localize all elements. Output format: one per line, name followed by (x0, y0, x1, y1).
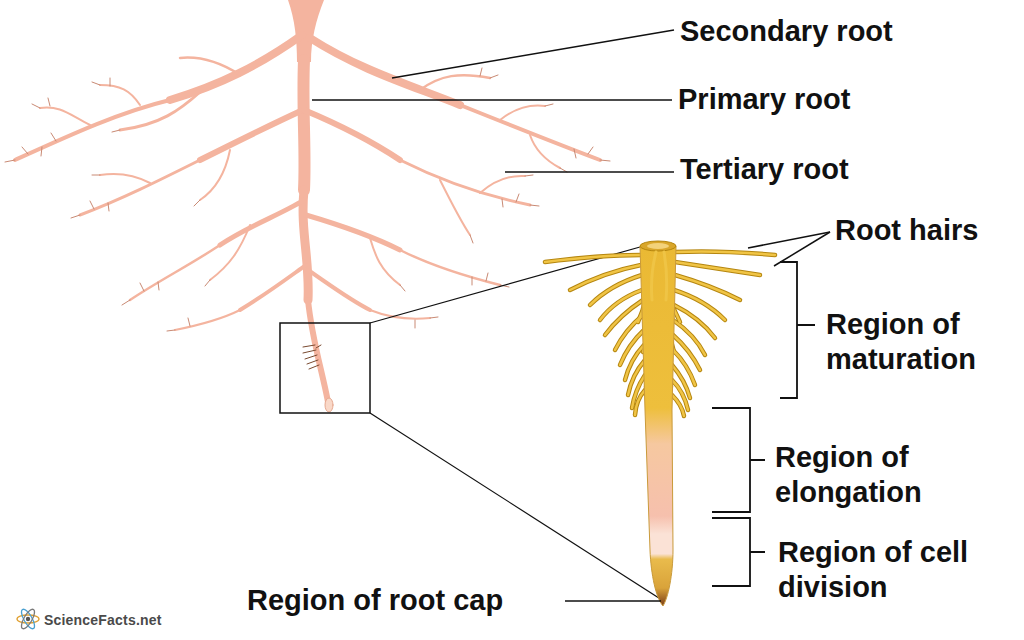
watermark-logo (17, 615, 39, 623)
root-system (240, 265, 306, 310)
fine-root-hairs (470, 175, 539, 243)
watermark-logo (17, 607, 39, 630)
leader-line (565, 600, 661, 602)
root-system (100, 85, 140, 105)
region-label: Region of cell division (778, 535, 1018, 605)
zoom-line (370, 413, 662, 600)
root-tip (640, 246, 676, 606)
watermark-logo (19, 607, 37, 630)
root-system (304, 110, 400, 160)
root-system (480, 176, 525, 193)
root-system (15, 0, 600, 412)
root-system (40, 107, 90, 125)
fine-root-hairs (400, 273, 509, 328)
root-system (175, 310, 240, 330)
root-system (400, 160, 530, 205)
root-system (306, 215, 400, 250)
root-section (640, 241, 676, 251)
root-system (325, 398, 333, 412)
root-hair (652, 252, 667, 300)
leader-line (392, 30, 674, 78)
fine-root-hairs (5, 68, 610, 331)
part-label: Primary root (678, 82, 850, 117)
root-system (310, 38, 460, 105)
root-system (180, 58, 240, 75)
root-system (400, 250, 500, 285)
root-system (100, 174, 150, 183)
part-label: Secondary root (680, 14, 893, 49)
part-label: Tertiary root (680, 152, 849, 187)
root-system (170, 35, 302, 100)
region-label: Region of root cap (247, 583, 503, 618)
region-bracket (712, 408, 765, 512)
zoom-root-hairs (303, 345, 321, 369)
root-system (303, 60, 304, 190)
fine-root-hairs (5, 78, 110, 162)
root-system (15, 100, 170, 160)
watermark: ScienceFacts.net (44, 611, 162, 629)
root-system (80, 160, 200, 215)
root-system (120, 92, 200, 130)
leader-line (312, 99, 672, 101)
watermark-logo (26, 617, 30, 621)
zoom-root-hairs (303, 345, 321, 369)
part-label: Root hairs (835, 213, 978, 248)
fine-root-hairs (71, 130, 200, 218)
root-section (647, 243, 669, 249)
leader-line (774, 232, 830, 266)
root-system (530, 135, 560, 168)
root-system (303, 190, 308, 300)
region-label: Region of elongation (775, 440, 965, 510)
root-system (220, 200, 304, 245)
root-system (308, 270, 370, 310)
leader-line (505, 171, 674, 173)
root-system (420, 75, 490, 90)
root-system (500, 106, 545, 120)
fine-root-hairs (122, 280, 210, 331)
root-system (210, 225, 250, 280)
root-system (370, 238, 400, 285)
root-system (200, 110, 303, 160)
region-bracket (780, 262, 815, 398)
region-bracket (712, 518, 765, 586)
watermark-logo (19, 607, 37, 630)
root-system (200, 150, 230, 200)
leader-line (312, 30, 830, 601)
root-system (460, 105, 600, 160)
zoom-box (280, 323, 370, 413)
root-system (440, 180, 470, 235)
region-label: Region of maturation (826, 307, 1022, 377)
root-system (130, 245, 220, 300)
root-system (288, 0, 324, 62)
fine-root-hairs (480, 68, 610, 172)
